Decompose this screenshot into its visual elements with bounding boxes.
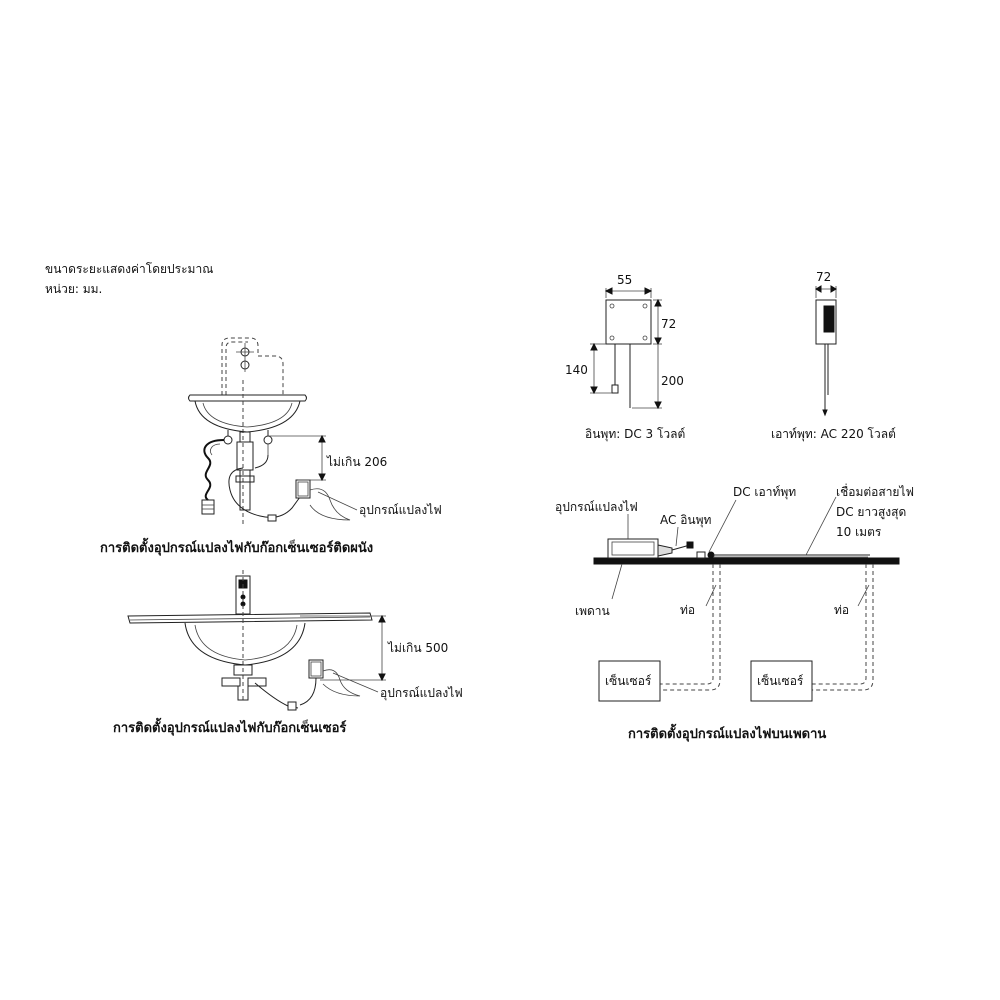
counter-dim-label: ไม่เกิน 500 [387,641,448,655]
unit-note: หน่วย: มม. [45,282,102,296]
cable-note-line2: DC ยาวสูงสุด [836,505,906,520]
counter-adapter-label: อุปกรณ์แปลงไฟ [380,686,463,701]
ceiling-label: เพดาน [575,604,610,618]
ceiling-adapter-label: อุปกรณ์แปลงไฟ [555,500,638,515]
approx-dimensions-note: ขนาดระยะแสดงค่าโดยประมาณ [45,262,213,276]
counter-faucet-install-figure [127,570,386,711]
dc-output-label: DC เอาท์พุท [733,485,796,500]
wall-dim-label: ไม่เกิน 206 [326,455,387,469]
counter-install-caption: การติดตั้งอุปกรณ์แปลงไฟกับก๊อกเซ็นเซอร์ [113,717,346,736]
wall-adapter-label: อุปกรณ์แปลงไฟ [359,503,442,518]
ac-input-label: AC อินพุท [660,513,712,528]
cable-note-line3: 10 เมตร [836,525,882,539]
adapter-width-label: 55 [617,273,632,287]
ceiling-install-figure [593,496,900,702]
adapter-height-label: 72 [661,317,676,331]
sensor-label-1: เซ็นเซอร์ [605,673,652,688]
wall-install-caption: การติดตั้งอุปกรณ์แปลงไฟกับก๊อกเซ็นเซอร์ต… [100,537,373,556]
adapter-input-caption: อินพุท: DC 3 โวลต์ [585,427,685,442]
wall-faucet-install-figure [188,337,358,525]
adapter-left-lead-label: 140 [565,363,588,377]
sensor-label-2: เซ็นเซอร์ [757,673,804,688]
pipe-label-2: ท่อ [834,603,849,617]
adapter-side-width-label: 72 [816,270,831,284]
pipe-label-1: ท่อ [680,603,695,617]
cable-note-line1: เชื่อมต่อสายไฟ [836,483,914,499]
adapter-front-view [590,287,662,410]
adapter-output-caption: เอาท์พุท: AC 220 โวลต์ [771,427,896,442]
adapter-side-view [815,285,837,417]
adapter-right-lead-label: 200 [661,374,684,388]
ceiling-install-caption: การติดตั้งอุปกรณ์แปลงไฟบนเพดาน [628,723,826,742]
